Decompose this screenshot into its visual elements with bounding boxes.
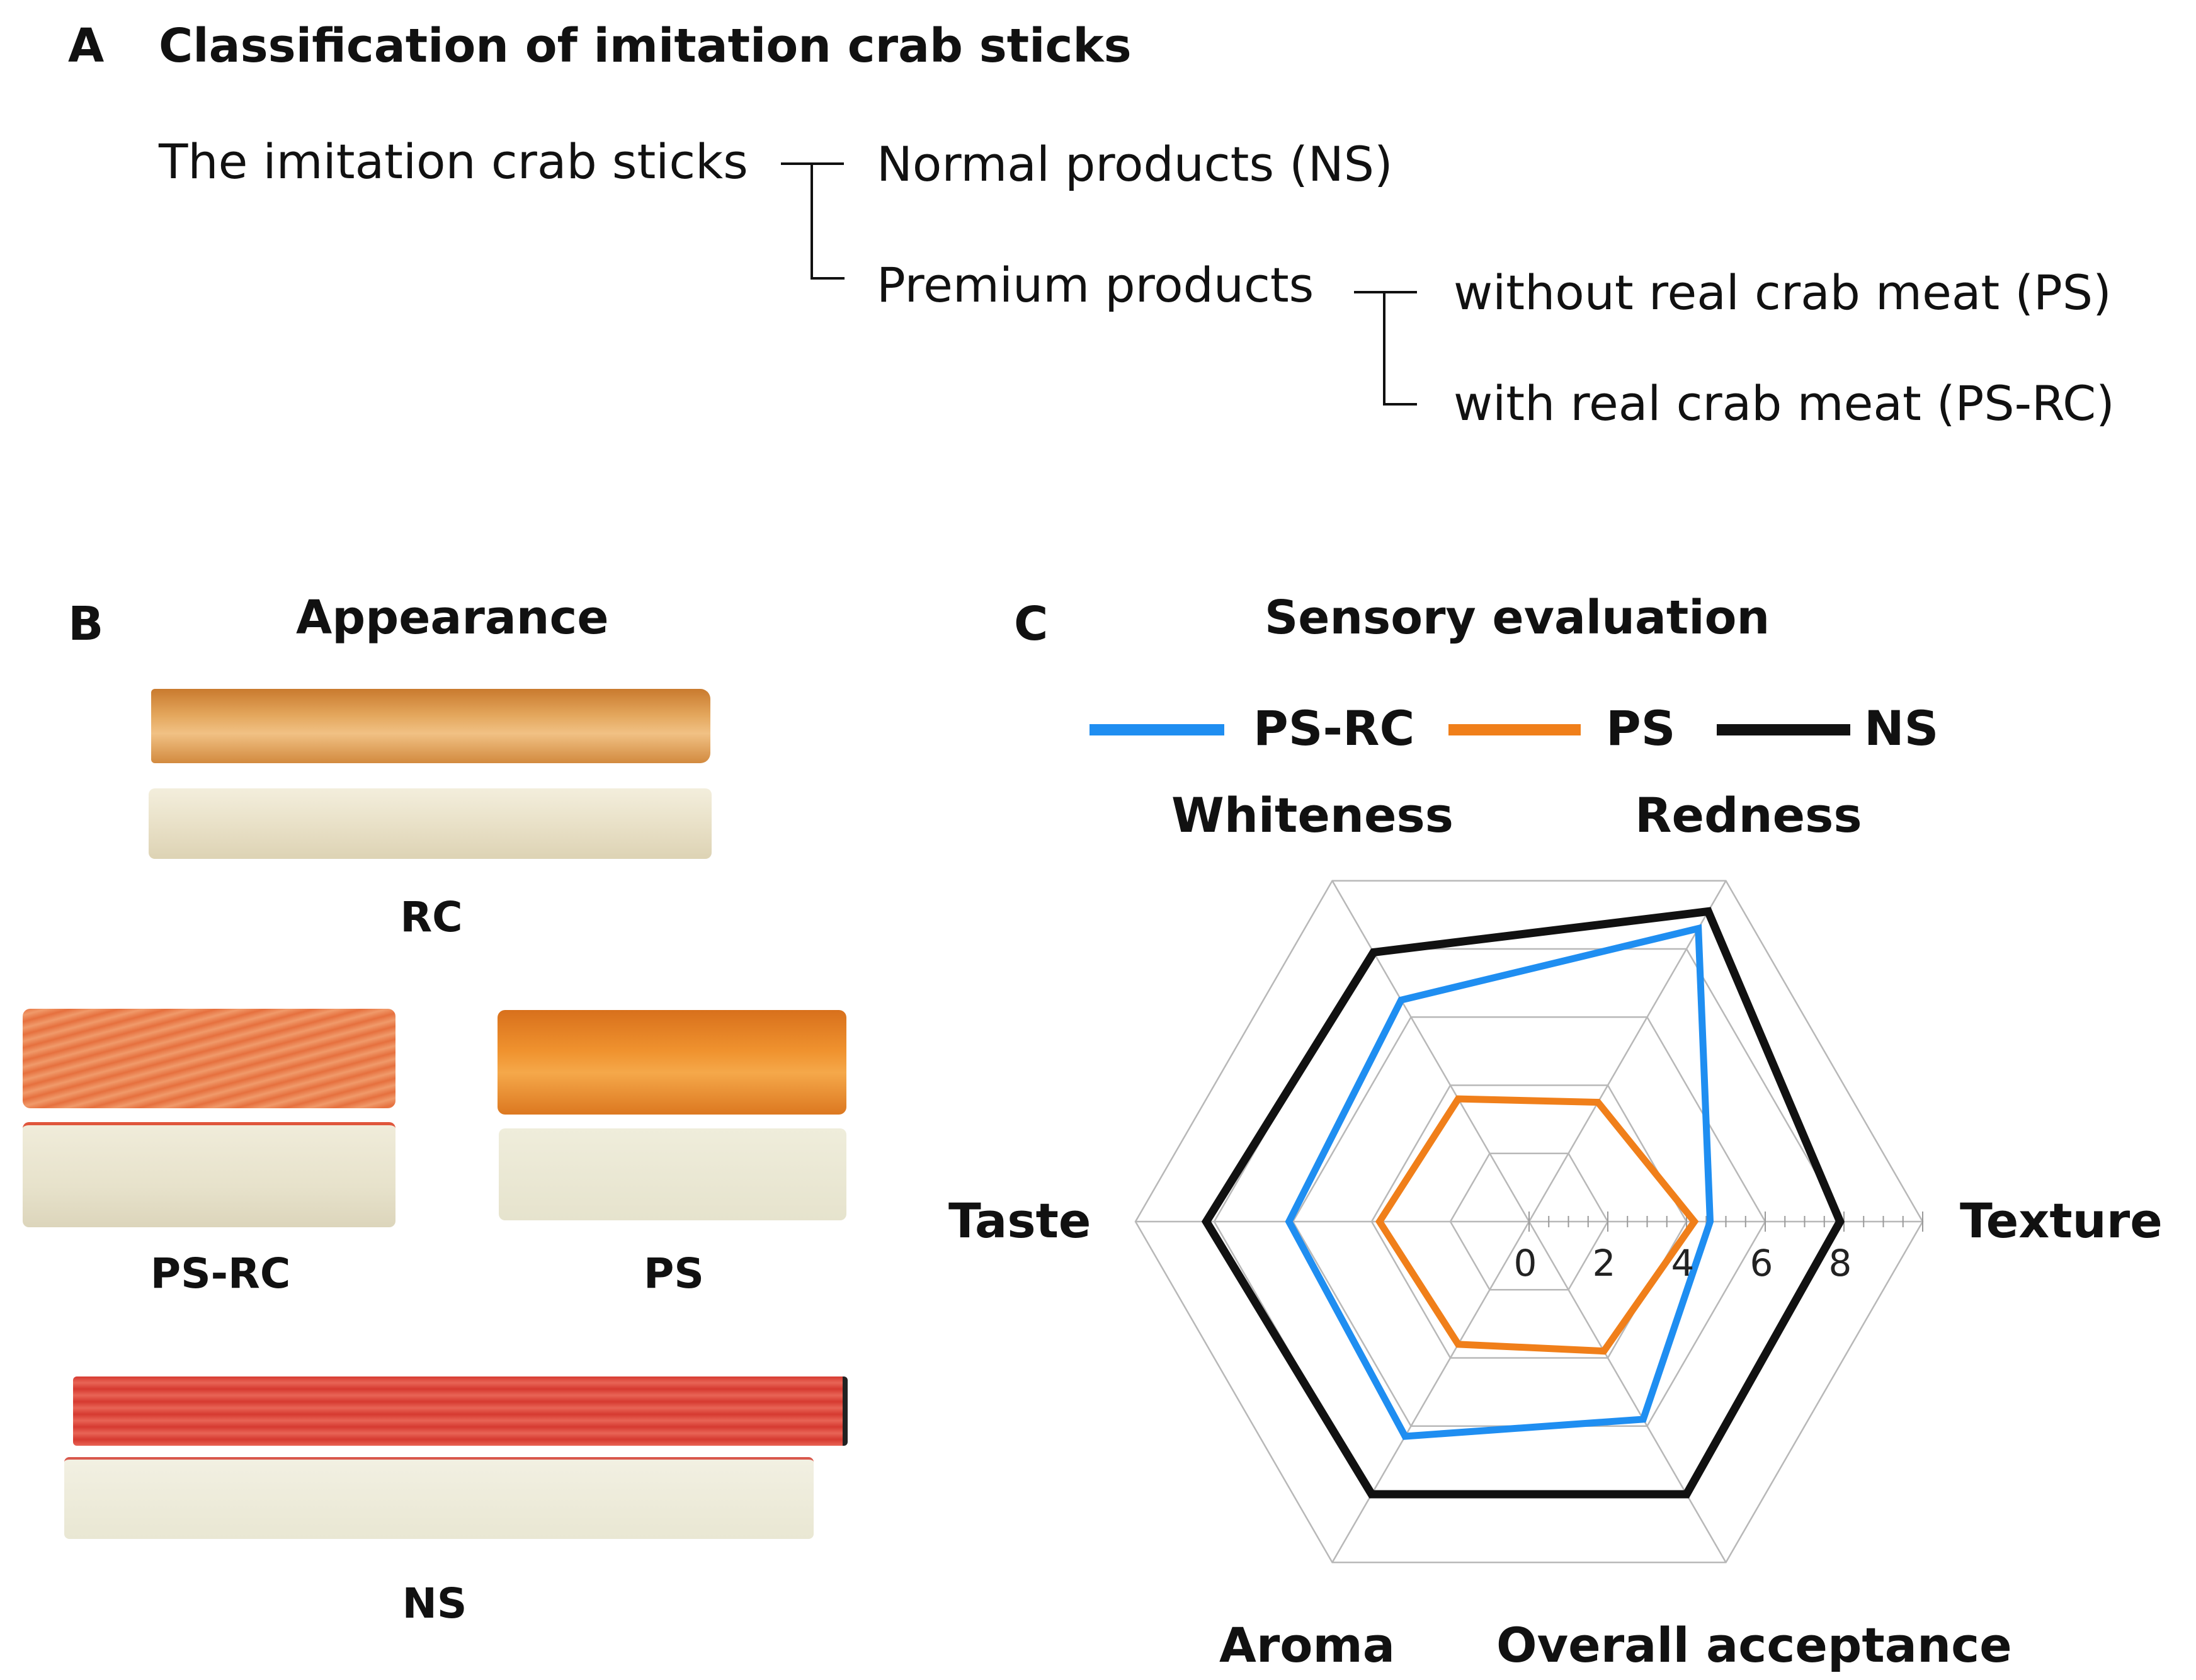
radar-tick-label: 8 [1829,1242,1852,1285]
radar-tick-label: 2 [1593,1242,1616,1285]
legend-label-psrc: PS-RC [1253,700,1415,756]
ps-stick-inner-image [499,1128,846,1220]
panel-b-letter: B [68,597,104,651]
panel-a-letter: A [68,19,105,73]
ns-stick-inner-image [64,1457,814,1539]
ns-stick-outer-image [73,1376,848,1446]
axis-label-texture: Texture [1960,1193,2163,1249]
radar-tick-label: 6 [1750,1242,1773,1285]
axis-label-whiteness: Whiteness [1171,787,1454,843]
panel-a-title: Classification of imitation crab sticks [159,19,1132,73]
radar-series-ps [1375,1095,1699,1355]
tree-connector-branch [811,164,845,280]
radar-spoke-3 [1528,1221,1727,1563]
ns-caption: NS [402,1579,467,1628]
psrc-caption: PS-RC [150,1249,291,1298]
rc-caption: RC [400,893,463,941]
tree-connector-premium-branch [1383,292,1417,406]
psrc-stick-inner-image [23,1122,395,1227]
radar-tick-label: 4 [1671,1242,1695,1285]
panel-b-title: Appearance [296,591,609,645]
axis-label-taste: Taste [948,1193,1091,1249]
legend-label-ps: PS [1606,700,1676,756]
psrc-stick-outer-image [23,1009,395,1108]
ps-caption: PS [644,1249,704,1298]
axis-label-redness: Redness [1635,787,1862,843]
tree-premium-with-label: with real crab meat (PS-RC) [1454,375,2115,431]
tree-root-label: The imitation crab sticks [159,133,748,190]
radar-spoke-0 [1331,880,1530,1222]
panel-c-letter: C [1014,597,1049,651]
radar-series-group [1201,907,1845,1499]
tree-premium-label: Premium products [877,257,1314,313]
rc-stick-inner-image [149,788,712,859]
tree-connector-premium [1354,291,1417,293]
panel-c-title: Sensory evaluation [1265,591,1770,645]
ps-stick-outer-image [498,1010,846,1115]
radar-scale-labels: 0 2 4 6 8 [1514,1242,1852,1285]
radar-spoke-4 [1331,1221,1530,1563]
radar-tick-label: 0 [1514,1242,1537,1285]
radar-series-ns [1201,907,1845,1499]
radar-series-ps-rc [1285,924,1714,1440]
axis-label-aroma: Aroma [1219,1617,1395,1673]
axis-label-overall-acceptance: Overall acceptance [1496,1617,2012,1673]
legend-swatch-ns [1717,724,1850,735]
radar-grid [1134,880,1924,1564]
tree-premium-without-label: without real crab meat (PS) [1454,264,2112,321]
legend-label-ns: NS [1864,700,1939,756]
radar-spoke-1 [1528,880,1727,1222]
legend-swatch-ps [1448,724,1581,735]
rc-stick-outer-image [151,689,710,763]
radar-scale-ticks [1528,1212,1923,1232]
tree-normal-label: Normal products (NS) [877,136,1393,192]
legend-swatch-psrc [1089,724,1224,735]
